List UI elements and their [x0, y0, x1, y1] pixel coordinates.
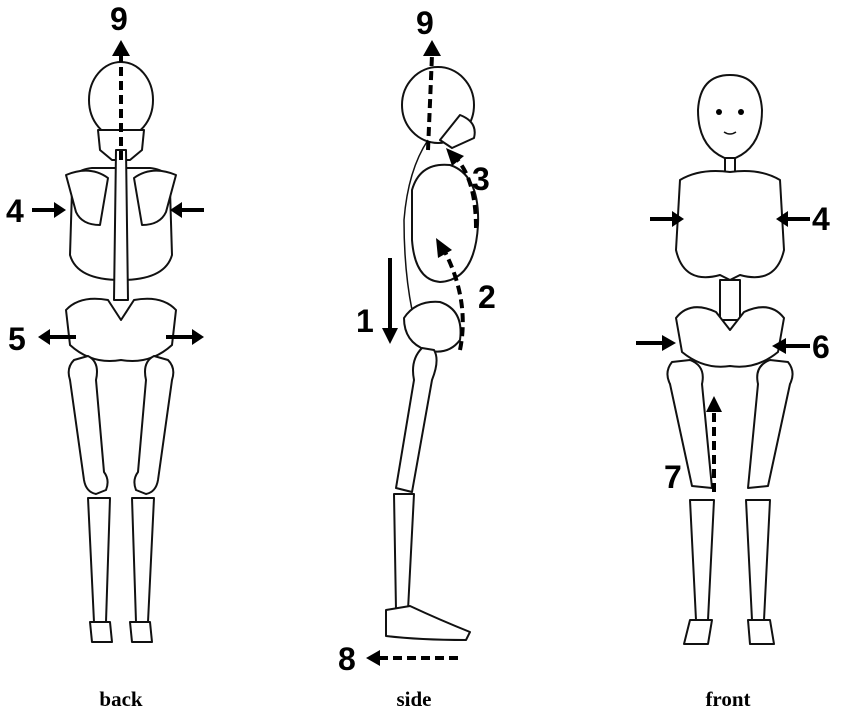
label-8: 8: [338, 641, 356, 677]
front-femur-right: [748, 360, 793, 488]
back-foot-left: [90, 622, 112, 642]
label-9-side: 9: [416, 5, 434, 41]
label-6: 6: [812, 329, 830, 365]
side-skeleton: [386, 67, 478, 640]
label-1: 1: [356, 303, 374, 339]
front-ribcage: [676, 171, 784, 280]
side-foot: [386, 606, 470, 640]
back-arrow-4-right-head: [170, 202, 182, 218]
label-4-back: 4: [6, 193, 24, 229]
front-foot-right: [748, 620, 774, 644]
front-lumbar: [720, 280, 740, 320]
front-tibia-left: [690, 500, 714, 620]
back-femur-right: [134, 356, 173, 494]
caption-back: back: [99, 687, 143, 711]
label-7: 7: [664, 459, 682, 495]
side-arrow-1-head: [382, 328, 398, 344]
back-pelvis: [66, 299, 176, 361]
front-skull: [698, 75, 762, 160]
caption-side: side: [396, 687, 431, 711]
label-2: 2: [478, 279, 496, 315]
back-tibia-left: [88, 498, 110, 622]
label-9-back: 9: [110, 1, 128, 37]
back-foot-right: [130, 622, 152, 642]
front-tibia-right: [746, 500, 770, 620]
caption-front: front: [705, 687, 750, 711]
back-skeleton: [66, 62, 176, 642]
front-foot-left: [684, 620, 712, 644]
side-tibia: [394, 494, 414, 610]
front-arrow-6-left-head: [662, 335, 676, 351]
front-skeleton: [667, 75, 792, 644]
back-femur-left: [69, 356, 108, 494]
front-neck: [725, 158, 735, 172]
front-arrow-7-head: [706, 396, 722, 412]
back-tibia-right: [132, 498, 154, 622]
label-3: 3: [472, 161, 490, 197]
front-eye-right: [738, 109, 744, 115]
back-arrow-5-right-head: [192, 329, 204, 345]
side-pelvis: [404, 302, 461, 352]
back-spine: [114, 150, 128, 300]
side-arrow-9-head: [423, 40, 441, 56]
front-eye-left: [716, 109, 722, 115]
side-arrow-8-head: [366, 650, 380, 666]
label-5: 5: [8, 321, 26, 357]
back-arrow-4-left-head: [54, 202, 66, 218]
side-femur: [396, 348, 437, 492]
back-arrow-5-left-head: [38, 329, 50, 345]
side-arrow-3-head: [446, 148, 464, 166]
label-4-front: 4: [812, 201, 830, 237]
back-arrow-9-head: [112, 40, 130, 56]
